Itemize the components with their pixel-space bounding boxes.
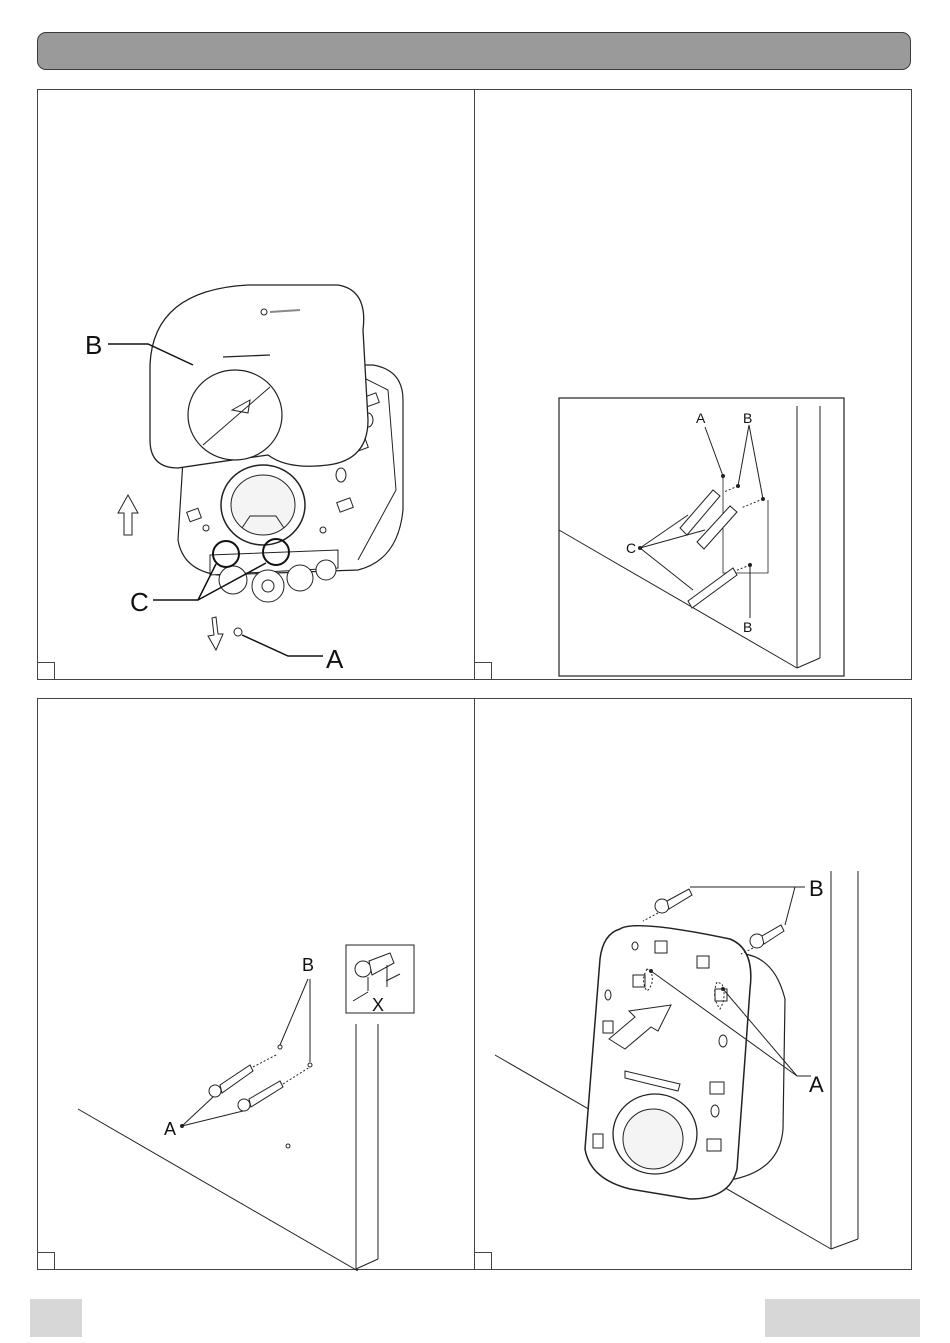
panel-wall-plugs: A B C B (474, 89, 912, 680)
label-screws: C (130, 587, 149, 617)
label-holes-top: B (743, 410, 752, 426)
footer-label-box (765, 1299, 920, 1337)
label-screws: B (809, 876, 824, 901)
illustration-mounting-screws: B A X (38, 699, 476, 1271)
step-number-box (37, 1252, 55, 1270)
panel-hang-unit: B A (474, 698, 912, 1270)
illustration-wall-plugs: A B C B (475, 90, 913, 681)
section-title-bar (37, 32, 911, 70)
label-plugs: C (626, 540, 636, 556)
panel-mounting-screws: B A X (37, 698, 475, 1270)
step-number-box (474, 662, 492, 680)
label-holes: B (302, 955, 314, 975)
label-gap: X (372, 995, 384, 1015)
label-slots: A (809, 1072, 824, 1097)
panel-remove-cover: B C A (37, 89, 475, 680)
page-number-box (30, 1299, 82, 1337)
illustration-hang-unit: B A (475, 699, 913, 1271)
label-hole-bottom: B (743, 619, 752, 635)
label-screw: A (326, 644, 344, 674)
step-number-box (37, 662, 55, 680)
label-drill-point: A (696, 410, 706, 426)
step-number-box (474, 1252, 492, 1270)
illustration-remove-cover: B C A (38, 90, 476, 681)
label-cover: B (85, 330, 102, 360)
label-screws: A (164, 1119, 176, 1139)
